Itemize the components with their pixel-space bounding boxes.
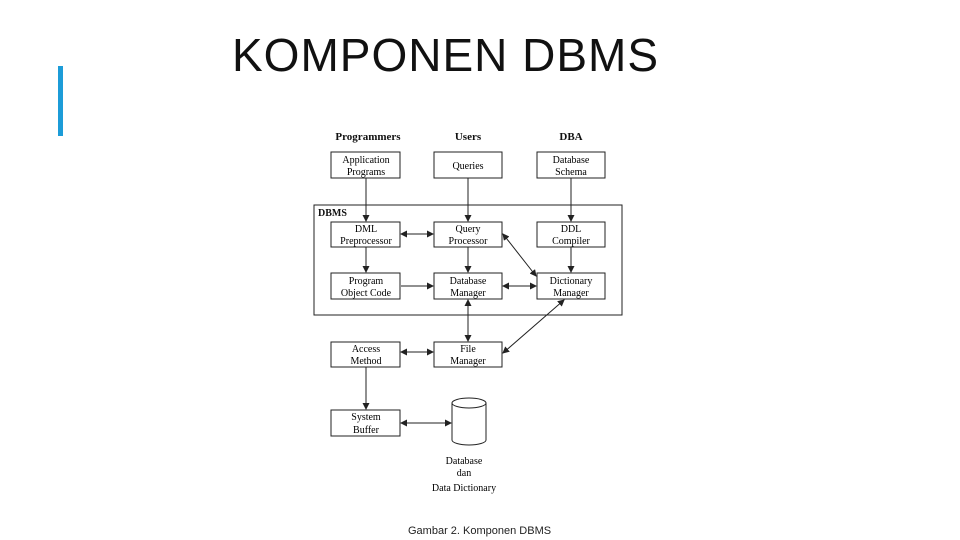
slide-title: KOMPONEN DBMS: [232, 29, 660, 81]
box-dml-preprocessor: DML Preprocessor: [330, 221, 401, 248]
svg-text:Programs: Programs: [347, 167, 385, 178]
svg-text:Schema: Schema: [555, 167, 587, 178]
svg-text:Database: Database: [450, 276, 487, 287]
database-cylinder-icon: [451, 397, 487, 446]
svg-text:Preprocessor: Preprocessor: [340, 236, 392, 247]
box-query-processor: Query Processor: [433, 221, 503, 248]
storage-label-line-2: dan: [457, 468, 471, 479]
svg-text:Manager: Manager: [450, 356, 486, 367]
accent-bar: [58, 66, 63, 136]
box-database-manager: Database Manager: [433, 272, 503, 300]
box-file-manager: File Manager: [433, 341, 503, 368]
svg-text:Program: Program: [349, 276, 384, 287]
svg-text:Access: Access: [352, 344, 380, 355]
svg-text:DDL: DDL: [561, 224, 582, 235]
box-dictionary-manager: Dictionary Manager: [536, 272, 606, 300]
svg-text:Buffer: Buffer: [353, 425, 380, 436]
actor-dba: DBA: [559, 131, 582, 143]
svg-text:Queries: Queries: [452, 161, 483, 172]
actor-users: Users: [455, 131, 482, 143]
actor-programmers: Programmers: [335, 131, 401, 143]
svg-text:Query: Query: [456, 224, 481, 235]
svg-text:Object Code: Object Code: [341, 288, 392, 299]
svg-text:File: File: [460, 344, 476, 355]
svg-text:Processor: Processor: [449, 236, 489, 247]
svg-text:Manager: Manager: [553, 288, 589, 299]
storage-label-line-3: Data Dictionary: [432, 483, 496, 494]
box-queries: Queries: [433, 151, 503, 179]
figure-caption: Gambar 2. Komponen DBMS: [408, 525, 552, 537]
svg-text:DML: DML: [355, 224, 377, 235]
svg-text:Method: Method: [350, 356, 381, 367]
svg-text:Manager: Manager: [450, 288, 486, 299]
box-access-method: Access Method: [330, 341, 401, 368]
box-database-schema: Database Schema: [536, 151, 606, 179]
svg-text:Application: Application: [342, 155, 389, 166]
box-system-buffer: System Buffer: [330, 409, 401, 437]
svg-text:Compiler: Compiler: [552, 236, 590, 247]
svg-text:Dictionary: Dictionary: [550, 276, 593, 287]
connector-arrows: [362, 178, 575, 427]
box-application-programs: Application Programs: [330, 151, 401, 179]
storage-label-line-1: Database: [446, 456, 483, 467]
svg-text:Database: Database: [553, 155, 590, 166]
box-program-object-code: Program Object Code: [330, 272, 401, 300]
box-ddl-compiler: DDL Compiler: [536, 221, 606, 248]
svg-text:System: System: [351, 412, 381, 423]
dbms-container-label: DBMS: [318, 208, 347, 219]
